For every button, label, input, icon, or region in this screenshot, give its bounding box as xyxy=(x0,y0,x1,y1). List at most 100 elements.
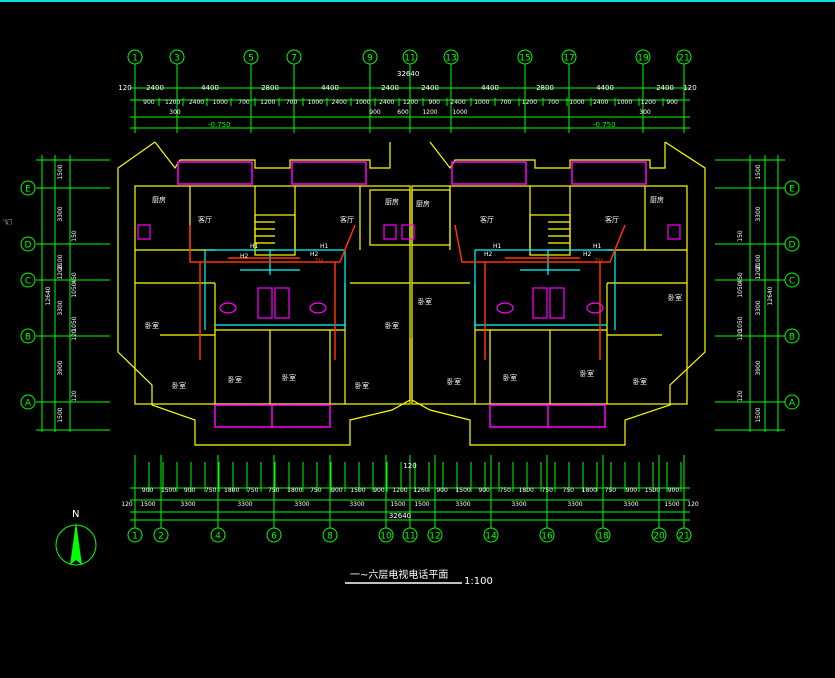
axis-bubble-label: 14 xyxy=(485,532,497,542)
room-label-bedroom: 卧室 xyxy=(228,375,242,384)
room-label-bedroom: 卧室 xyxy=(418,297,432,306)
axis-bubble-right: D xyxy=(784,236,800,252)
dimension-value: 750 xyxy=(605,487,617,494)
dimension-value: 1500 xyxy=(645,487,660,494)
axis-bubble-circle xyxy=(286,49,302,65)
axis-bubble-label: E xyxy=(789,185,795,195)
axis-bubble-circle xyxy=(595,527,611,543)
axis-bubble-circle xyxy=(210,527,226,543)
dimension-value: 2400 xyxy=(189,99,204,106)
axis-bubble-circle xyxy=(153,527,169,543)
axis-bubble-top: 15 xyxy=(517,49,533,65)
dimension-value: 3300 xyxy=(349,501,364,508)
axis-bubble-label: 17 xyxy=(563,54,574,64)
room-label-bedroom: 卧室 xyxy=(447,377,461,386)
dimension-value: 1050 xyxy=(737,282,744,297)
dimension-value: 750 xyxy=(310,487,322,494)
tv-wiring xyxy=(204,249,616,330)
fixtures xyxy=(137,224,681,319)
dimension-value: 1000 xyxy=(355,99,370,106)
room-label-bedroom: 卧室 xyxy=(503,373,517,382)
outlet-label-h2: H2 xyxy=(240,253,249,260)
dimension-value: 1200 xyxy=(403,99,418,106)
room-label-kitchen: 厨房 xyxy=(416,199,430,208)
dimension-value: 3300 xyxy=(237,501,252,508)
axis-bubble-top: 17 xyxy=(561,49,577,65)
dimension-value: 120 xyxy=(737,390,744,402)
axis-bubble-label: 2 xyxy=(158,532,164,542)
axis-bubble-circle xyxy=(169,49,185,65)
room-label-bedroom: 卧室 xyxy=(385,321,399,330)
axis-bubble-label: A xyxy=(789,399,796,409)
dimension-value: 2400 xyxy=(450,99,465,106)
fixture xyxy=(532,287,548,319)
fixture xyxy=(549,287,565,319)
outlet-label-h1: H1 xyxy=(493,243,502,250)
axis-bubble-top: 21 xyxy=(676,49,692,65)
axis-bubble-label: 11 xyxy=(404,54,415,64)
dimension-value: 1000 xyxy=(617,99,632,106)
room-label-bedroom: 卧室 xyxy=(633,377,647,386)
right-dimension-lines xyxy=(715,155,785,432)
axis-bubble-label: 15 xyxy=(519,54,530,64)
hand-cursor-icon: ☜ xyxy=(2,215,13,229)
dimension-value: 3300 xyxy=(623,501,638,508)
dimension-value: 700 xyxy=(238,99,250,106)
dimension-value: 1200 xyxy=(57,264,64,279)
dimension-value: 3300 xyxy=(755,206,762,221)
axis-bubble-left: E xyxy=(20,180,36,196)
dimension-value: 450 xyxy=(71,272,78,284)
axis-bubble-label: D xyxy=(25,241,32,251)
drawing-title: 一~六层电视电话平面 xyxy=(350,568,448,581)
axis-bubble-label: 1 xyxy=(132,532,138,542)
axis-bubble-circle xyxy=(561,49,577,65)
axis-bubble-label: 7 xyxy=(291,54,297,64)
room-label-kitchen: 厨房 xyxy=(152,195,166,204)
axis-bubble-label: C xyxy=(25,277,31,287)
dimension-value: 2400 xyxy=(421,84,439,92)
dimension-value: 120 xyxy=(118,84,131,92)
axis-bubble-bottom: 8 xyxy=(322,527,338,543)
axis-bubble-circle xyxy=(483,527,499,543)
axis-bubble-circle xyxy=(517,49,533,65)
axis-bubble-circle xyxy=(20,328,36,344)
dimension-value: 750 xyxy=(205,487,217,494)
dimension-value: 3900 xyxy=(57,360,64,375)
axis-bubble-right: C xyxy=(784,272,800,288)
room-label-bedroom: 卧室 xyxy=(580,369,594,378)
dimension-value: 3900 xyxy=(755,360,762,375)
left-stair xyxy=(254,214,296,256)
dimension-value: 3300 xyxy=(294,501,309,508)
dimension-value: 1200 xyxy=(392,487,407,494)
dimension-value: 700 xyxy=(500,99,512,106)
dimension-value: 300 xyxy=(639,109,651,116)
dimension-value: 3300 xyxy=(755,300,762,315)
axis-bubble-circle xyxy=(651,527,667,543)
axis-bubble-label: B xyxy=(789,333,795,343)
dimension-value: 1050 xyxy=(737,316,744,331)
axis-bubble-label: C xyxy=(789,277,795,287)
dimension-value: 900 xyxy=(184,487,196,494)
fixture xyxy=(274,287,290,319)
dimension-value: 3300 xyxy=(57,206,64,221)
axis-bubble-circle xyxy=(784,180,800,196)
dimension-value: 3300 xyxy=(567,501,582,508)
window-balcony xyxy=(177,161,253,185)
dimension-value: 2400 xyxy=(656,84,674,92)
dimension-value: 1800 xyxy=(224,487,239,494)
axis-bubble-label: 5 xyxy=(248,54,254,64)
dimension-value: 120 xyxy=(687,501,699,508)
dimension-value: 1500 xyxy=(140,501,155,508)
axis-bubble-circle xyxy=(20,272,36,288)
axis-bubble-circle xyxy=(20,394,36,410)
dimension-value: 1000 xyxy=(452,109,467,116)
window-balcony xyxy=(571,161,647,185)
axis-bubble-circle xyxy=(378,527,394,543)
axis-bubble-bottom: 18 xyxy=(595,527,611,543)
dimension-value: 750 xyxy=(268,487,280,494)
axis-bubble-bottom: 16 xyxy=(539,527,555,543)
dimension-value: 1200 xyxy=(522,99,537,106)
